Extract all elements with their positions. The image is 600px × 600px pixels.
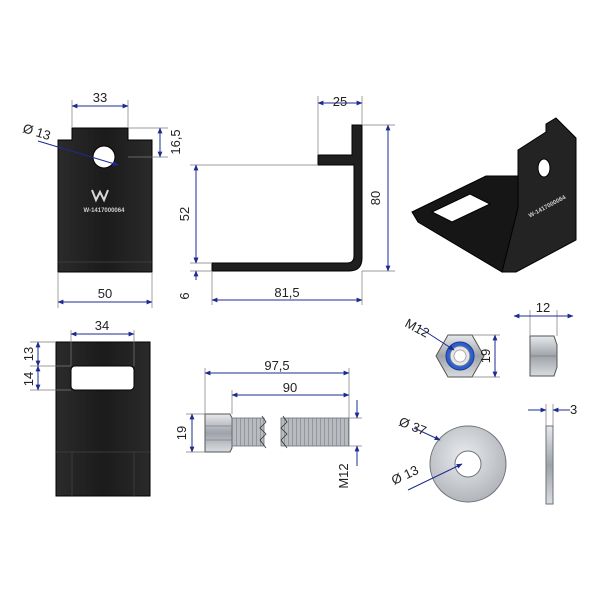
iso-upright-plate	[501, 117, 577, 273]
base-slot	[70, 365, 135, 391]
base-plate	[55, 341, 151, 497]
front-view: W-1417000064 33 Ø 13 16,5 50	[21, 90, 183, 308]
iso-base-plate	[411, 175, 521, 273]
dim-side-flange: 52	[177, 207, 192, 221]
dim-front-hole-height: 16,5	[168, 129, 183, 154]
dim-side-height: 80	[368, 191, 383, 205]
dim-base-slot-height: 14	[21, 372, 36, 386]
dim-side-top-length: 25	[333, 94, 347, 109]
dim-washer-inner: Ø 13	[389, 462, 421, 488]
isometric-view: W-1417000064	[411, 117, 577, 273]
dim-bolt-thread: 90	[283, 380, 297, 395]
dim-nut-height: 12	[536, 300, 550, 315]
base-view: 34 13 14	[21, 318, 151, 497]
washer-view: Ø 37 Ø 13 3	[389, 402, 577, 505]
bolt-thread-right	[280, 417, 350, 447]
dim-nut-size: M12	[403, 315, 432, 340]
bolt-thread-left	[231, 417, 265, 447]
dim-base-slot-width: 34	[95, 318, 109, 333]
dim-front-top-width: 33	[93, 90, 107, 105]
dim-bolt-total: 97,5	[264, 358, 289, 373]
dim-washer-thickness: 3	[570, 402, 577, 417]
dim-bolt-head: 19	[174, 426, 189, 440]
iso-mount-hole	[537, 158, 551, 178]
washer-side	[545, 425, 554, 505]
washer-hole	[454, 450, 482, 478]
part-code-label: W-1417000064	[84, 208, 126, 214]
dim-base-upper: 13	[21, 347, 36, 361]
dim-bolt-thread-size: M12	[336, 463, 351, 488]
bolt-view: 97,5 90 19 M12	[174, 358, 362, 489]
side-view: 25 80 52 6 81,5	[177, 94, 395, 305]
bolt-head	[204, 413, 233, 453]
dim-side-bottom-length: 81,5	[274, 285, 299, 300]
dim-front-hole-dia: Ø 13	[21, 121, 52, 144]
side-profile	[211, 124, 363, 272]
dim-front-width: 50	[98, 286, 112, 301]
dim-nut-across-flats: 19	[478, 349, 493, 363]
brand-logo: W-1417000064	[84, 189, 126, 214]
nut-view: M12 19 12	[403, 300, 574, 378]
front-mount-hole	[92, 145, 116, 169]
dim-washer-outer: Ø 37	[397, 414, 429, 438]
dim-side-thickness: 6	[177, 292, 192, 299]
